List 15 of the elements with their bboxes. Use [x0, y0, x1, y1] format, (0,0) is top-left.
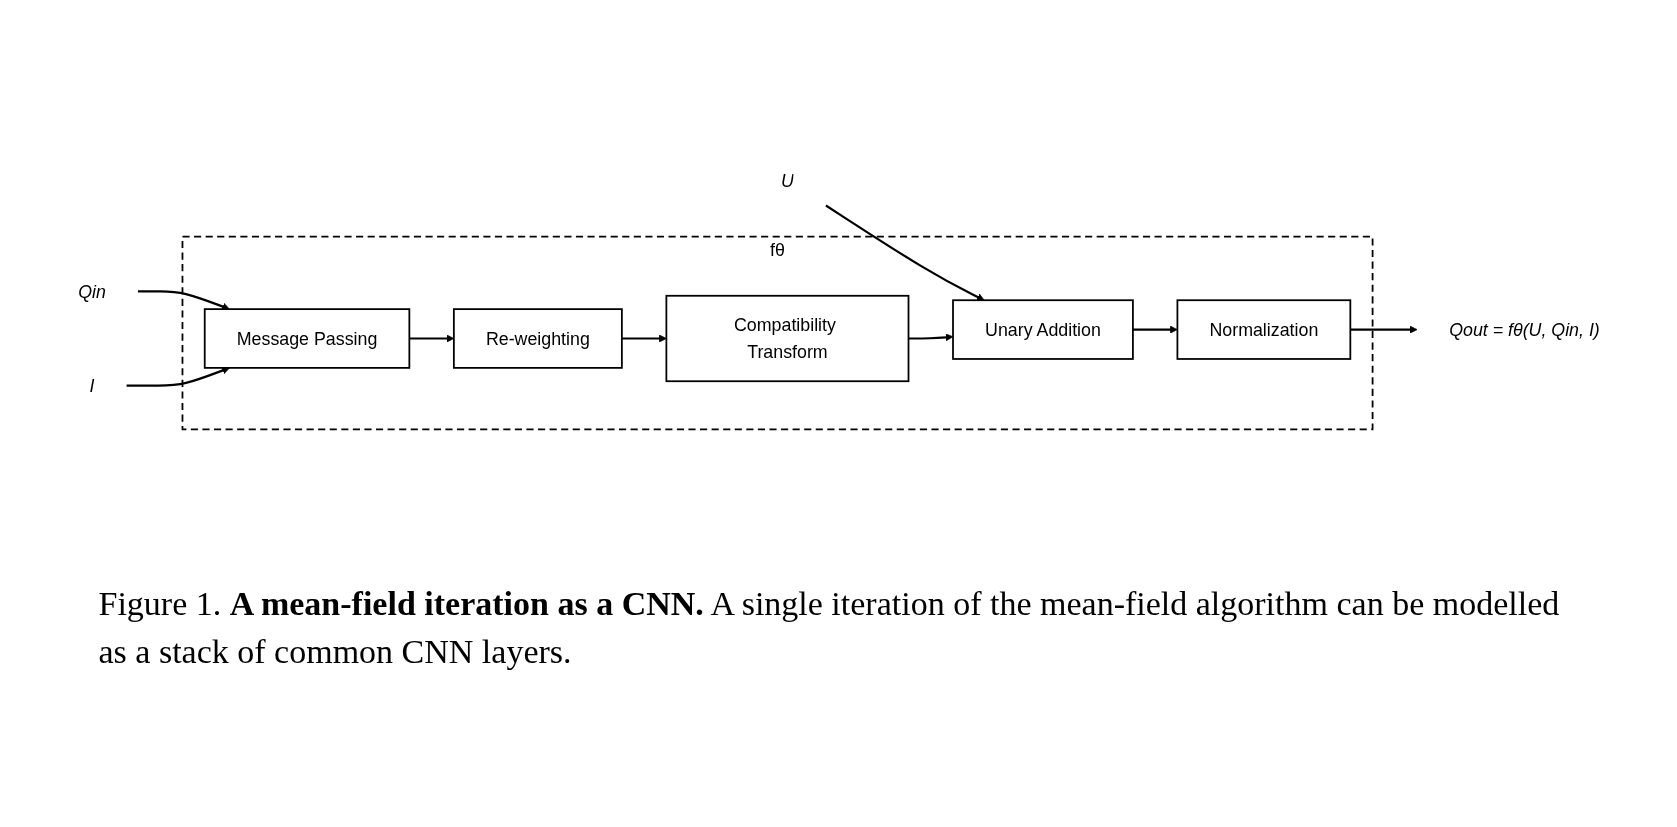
arrow	[1349, 325, 1417, 334]
arrow	[126, 366, 230, 387]
node-box: Message Passing	[203, 308, 410, 369]
node-box: Normalization	[1176, 299, 1351, 360]
node-text: U	[780, 170, 794, 191]
node-text: Qout = fθ(U, Qin, I)	[1448, 319, 1600, 340]
node-box: Unary Addition	[951, 299, 1134, 360]
arrow	[824, 204, 985, 301]
node-text: Qin	[77, 281, 106, 301]
arrow	[908, 333, 953, 341]
node-box: Compatibility Transform	[665, 294, 909, 382]
node-box: Re-weighting	[452, 308, 623, 369]
figure-caption: Figure 1. A mean-field iteration as a CNN. A single iteration of the mean-field algorithm can be modelled as a stack of common CNN layers.	[98, 584, 1561, 672]
arrow	[408, 334, 454, 343]
node-text: I	[89, 375, 95, 396]
